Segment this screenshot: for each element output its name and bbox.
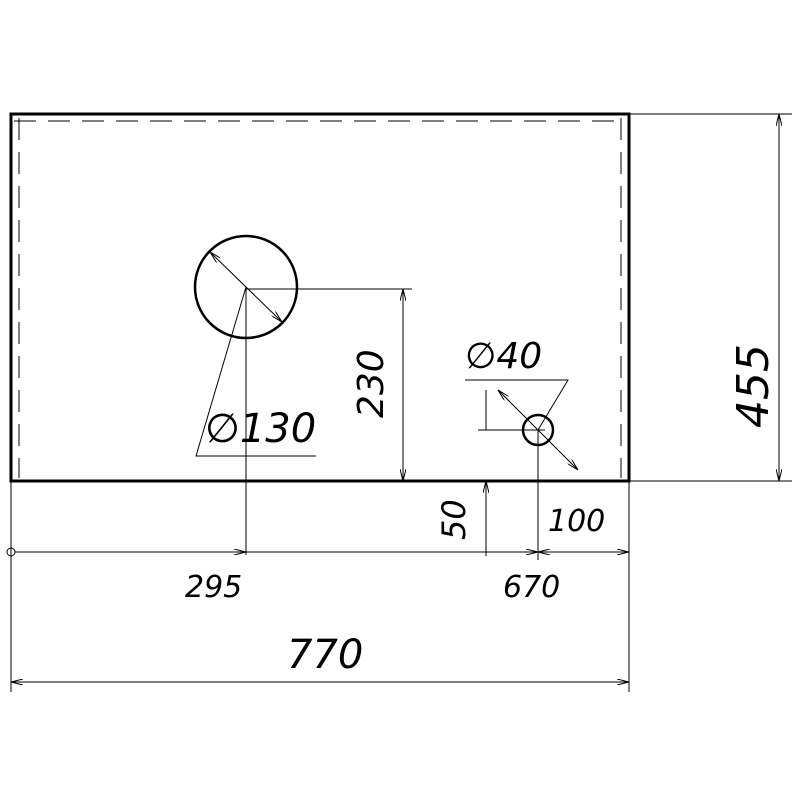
dim-50-label: 50 bbox=[435, 499, 473, 540]
panel-outline bbox=[9, 112, 631, 483]
hole-large-leader bbox=[195, 286, 316, 457]
hole-small-diameter-label: ∅40 bbox=[465, 336, 542, 377]
hole-small-leader bbox=[465, 379, 569, 431]
dim-770-label: 770 bbox=[287, 632, 363, 678]
hole-large-diameter-label: ∅130 bbox=[205, 406, 316, 452]
dim-230-label: 230 bbox=[351, 349, 392, 418]
dim-455-label: 455 bbox=[728, 344, 779, 428]
dim-100-label: 100 bbox=[548, 504, 605, 539]
dim-295-label: 295 bbox=[185, 570, 242, 605]
dim-670-label: 670 bbox=[503, 570, 560, 605]
